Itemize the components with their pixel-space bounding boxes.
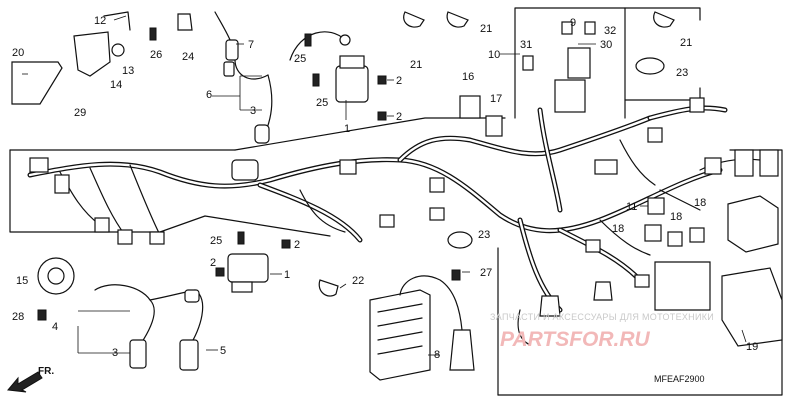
part-19-control-unit [654, 195, 783, 347]
part-22-clamp [318, 279, 339, 297]
callout-18-c: 18 [694, 197, 706, 209]
part-14-cover [73, 11, 131, 77]
callout-2-d: 2 [210, 257, 216, 269]
callout-2-b: 2 [396, 111, 402, 123]
frame-lines [9, 7, 783, 396]
callout-18-a: 18 [612, 223, 624, 235]
callout-29: 29 [74, 107, 86, 119]
callout-numbers: 12 20 29 14 13 26 24 7 6 3 25 25 1 2 2 2… [12, 15, 758, 361]
callout-24: 24 [182, 51, 194, 63]
callout-10: 10 [488, 49, 500, 61]
callout-8: 8 [434, 349, 440, 361]
callout-18-b: 18 [670, 211, 682, 223]
callout-20: 20 [12, 47, 24, 59]
part-23-band-clamps [447, 57, 665, 249]
callout-30: 30 [600, 39, 612, 51]
callout-21-b: 21 [480, 23, 492, 35]
callout-6: 6 [206, 89, 212, 101]
watermark-logo: PARTSFOR.RU [500, 328, 651, 351]
callout-11: 11 [626, 201, 637, 213]
part-1-ignition-coil-lower [227, 253, 269, 293]
callout-23-lower: 23 [478, 229, 490, 241]
callout-25-lower: 25 [210, 235, 222, 247]
part-21-clamps [403, 11, 675, 28]
callout-1-lower: 1 [284, 269, 290, 281]
callout-15: 15 [16, 275, 28, 287]
callout-28: 28 [12, 311, 24, 323]
part-8-regulator [369, 275, 475, 381]
part-5-spark-plug-lead-lower [94, 284, 204, 371]
part-30-fuse-box [554, 47, 591, 113]
part-7-spark-plug-lead-upper [214, 11, 346, 144]
callout-5: 5 [220, 345, 226, 357]
harness-sensor-bulbs [517, 281, 613, 346]
part-28-bolt [37, 309, 47, 321]
callout-14: 14 [110, 79, 122, 91]
part-24-clip [177, 13, 193, 31]
part-26-bolt [149, 27, 157, 41]
part-11-relay [647, 197, 665, 215]
callout-19: 19 [746, 341, 758, 353]
callout-3-upper: 3 [250, 105, 256, 117]
part-17-relay [485, 115, 503, 137]
callout-4: 4 [52, 321, 58, 333]
leader-lines [22, 15, 747, 356]
callout-23-top: 23 [676, 67, 688, 79]
watermark-caption: ЗАПЧАСТИ И АКСЕССУАРЫ ДЛЯ МОТОТЕХНИКИ [490, 312, 714, 322]
callout-3-lower: 3 [112, 347, 118, 359]
part-1-ignition-coil-upper [335, 34, 369, 103]
part-16-relay [459, 95, 481, 119]
part-18-relays [644, 224, 705, 247]
callout-26: 26 [150, 49, 162, 61]
callout-27: 27 [480, 267, 492, 279]
callout-2-a: 2 [396, 75, 402, 87]
callout-25-upper: 25 [294, 53, 306, 65]
callout-13: 13 [122, 65, 134, 77]
callout-7: 7 [248, 39, 254, 51]
front-label: FR. [38, 366, 54, 377]
callout-2-c: 2 [294, 239, 300, 251]
callout-21-c: 21 [680, 37, 692, 49]
part-25-bolts [237, 33, 320, 245]
callout-31: 31 [520, 39, 532, 51]
callout-12: 12 [94, 15, 106, 27]
part-2-bolts [215, 75, 387, 277]
part-15-horn [37, 257, 75, 295]
part-20-bracket [11, 61, 63, 105]
callout-25-mid: 25 [316, 97, 328, 109]
front-direction-arrow [7, 371, 43, 393]
callout-21-a: 21 [410, 59, 422, 71]
diagram-code: MFEAF2900 [654, 374, 705, 384]
callout-16: 16 [462, 71, 474, 83]
watermark: ЗАПЧАСТИ И АКСЕССУАРЫ ДЛЯ МОТОТЕХНИКИ PA… [490, 312, 714, 351]
callout-32: 32 [604, 25, 616, 37]
part-31-fuse-holder [522, 55, 534, 71]
part-13-grommet [111, 43, 125, 57]
part-9-fuse [561, 21, 596, 35]
callout-17: 17 [490, 93, 502, 105]
callout-1-upper: 1 [344, 123, 350, 135]
harness-connectors [29, 97, 779, 288]
callout-22: 22 [352, 275, 364, 287]
callout-9: 9 [570, 17, 576, 29]
part-27-bolt [451, 269, 461, 281]
